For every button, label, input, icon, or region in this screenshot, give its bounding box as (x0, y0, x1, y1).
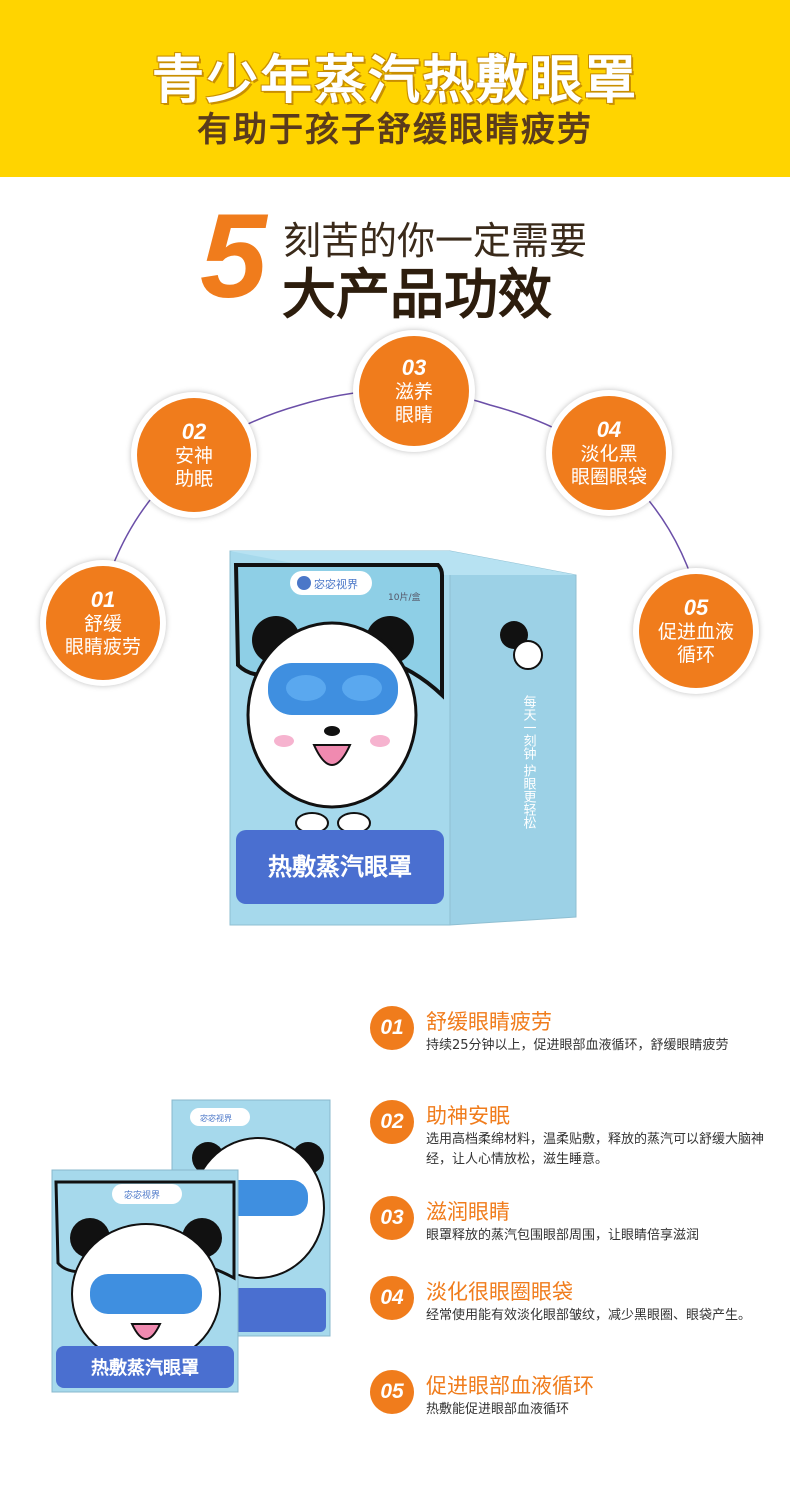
feature-desc: 热敷能促进眼部血液循环 (426, 1402, 570, 1417)
effect-bubble-04: 04 淡化黑 眼圈眼袋 (546, 390, 672, 516)
brand-text: 宓宓视界 (200, 1113, 232, 1123)
page-subtitle: 有助于孩子舒缓眼睛疲劳 (197, 110, 593, 150)
effect-num: 03 (401, 355, 427, 380)
side-slogan: 每天一刻钟 护眼更轻松 (521, 694, 537, 829)
effect-text: 促进血液 (657, 621, 734, 644)
feature-title: 促进眼部血液循环 (426, 1374, 594, 1398)
feature-num: 05 (370, 1370, 414, 1414)
feature-item-05: 05 促进眼部血液循环 热敷能促进眼部血液循环 (370, 1370, 770, 1430)
feature-item-02: 02 助神安眠 选用高档柔绵材料，温柔贴敷，释放的蒸汽可以舒缓大脑神经，让人心情… (370, 1100, 770, 1180)
feature-desc: 持续25分钟以上，促进眼部血液循环，舒缓眼睛疲劳 (426, 1038, 729, 1053)
feature-item-04: 04 淡化很眼圈眼袋 经常使用能有效淡化眼部皱纹，减少黑眼圈、眼袋产生。 (370, 1276, 770, 1356)
effects-count: 5 (200, 189, 267, 323)
product-box-image: 宓宓视界 10片/盒 热敷蒸汽眼罩 每天一刻钟 护眼更轻松 (228, 545, 588, 945)
feature-num: 03 (370, 1196, 414, 1240)
page-title: 青少年蒸汽热敷眼罩 (151, 51, 638, 111)
effect-num: 02 (181, 419, 207, 444)
heading-line2: 大产品功效 (282, 263, 552, 326)
brand-text: 宓宓视界 (314, 577, 358, 591)
header-banner: 青少年蒸汽热敷眼罩 有助于孩子舒缓眼睛疲劳 (0, 0, 790, 177)
product-name-text: 热敷蒸汽眼罩 (91, 1357, 199, 1379)
effect-text: 安神 (174, 445, 213, 468)
effect-bubble-01: 01 舒缓 眼睛疲劳 (40, 560, 166, 686)
feature-title: 滋润眼睛 (426, 1200, 510, 1224)
count-text: 10片/盒 (388, 591, 421, 603)
feature-item-01: 01 舒缓眼睛疲劳 持续25分钟以上，促进眼部血液循环，舒缓眼睛疲劳 (370, 1006, 770, 1086)
feature-desc: 眼罩释放的蒸汽包围眼部周围，让眼睛倍享滋润 (426, 1228, 700, 1243)
effect-bubble-05: 05 促进血液 循环 (633, 568, 759, 694)
feature-title: 舒缓眼睛疲劳 (426, 1010, 552, 1034)
effect-bubble-03: 03 滋养 眼睛 (353, 330, 475, 452)
heading-line1: 刻苦的你一定需要 (283, 219, 588, 263)
effect-text: 眼圈眼袋 (570, 466, 647, 489)
effect-num: 05 (683, 595, 709, 620)
effect-num: 01 (90, 587, 116, 612)
effect-num: 04 (596, 417, 622, 442)
effect-text: 眼睛疲劳 (64, 636, 141, 659)
feature-num: 02 (370, 1100, 414, 1144)
effect-bubble-02: 02 安神 助眠 (131, 392, 257, 518)
feature-desc: 选用高档柔绵材料，温柔贴敷，释放的蒸汽可以舒缓大脑神经，让人心情放松，滋生睡意。 (426, 1132, 765, 1167)
effect-text: 助眠 (174, 468, 213, 491)
feature-title: 淡化很眼圈眼袋 (426, 1280, 573, 1304)
product-name-text: 热敷蒸汽眼罩 (268, 853, 412, 881)
product-boxes-image: 宓宓视界 宓宓视界 热敷蒸汽眼罩 (50, 1098, 340, 1398)
feature-item-03: 03 滋润眼睛 眼罩释放的蒸汽包围眼部周围，让眼睛倍享滋润 (370, 1196, 770, 1256)
effect-text: 滋养 (394, 381, 433, 404)
feature-num: 01 (370, 1006, 414, 1050)
effect-text: 眼睛 (394, 404, 433, 427)
feature-num: 04 (370, 1276, 414, 1320)
effect-text: 淡化黑 (580, 443, 638, 466)
feature-desc: 经常使用能有效淡化眼部皱纹，减少黑眼圈、眼袋产生。 (426, 1308, 752, 1323)
effect-text: 循环 (676, 644, 715, 667)
effect-text: 舒缓 (83, 613, 122, 636)
brand-text: 宓宓视界 (124, 1189, 160, 1201)
feature-title: 助神安眠 (426, 1104, 510, 1128)
